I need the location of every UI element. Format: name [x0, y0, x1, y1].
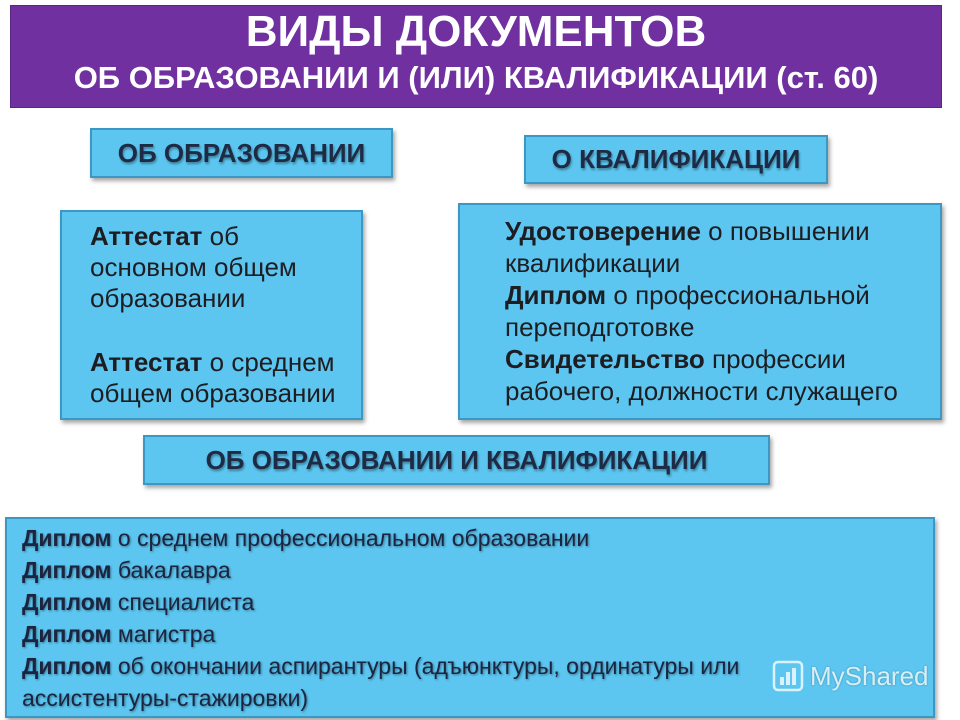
document-description: специалиста	[117, 589, 255, 615]
qualification-documents-list: Удостоверение о повышении квалификации Д…	[505, 215, 925, 407]
document-description: магистра	[117, 621, 216, 647]
document-term: Диплом	[22, 557, 112, 583]
document-item: Диплом о среднем профессиональном образо…	[22, 522, 822, 554]
qualification-label: О КВАЛИФИКАЦИИ	[551, 144, 801, 174]
document-description: о повышении квалификации	[505, 216, 870, 278]
education-and-qualification-documents-box: Диплом о среднем профессиональном образо…	[5, 517, 935, 718]
qualification-label-box: О КВАЛИФИКАЦИИ	[524, 135, 828, 184]
education-and-qualification-label: ОБ ОБРАЗОВАНИИ И КВАЛИФИКАЦИИ	[205, 444, 708, 475]
document-description: о среднем общем образовании	[90, 347, 336, 408]
document-term: Диплом	[22, 589, 112, 615]
document-description: об основном общем образовании	[90, 221, 297, 313]
education-label-box: ОБ ОБРАЗОВАНИИ	[90, 128, 393, 178]
document-item: Свидетельство профессии рабочего, должно…	[505, 343, 925, 407]
education-documents-box: Аттестат об основном общем образовании А…	[60, 210, 363, 420]
document-term: Диплом	[505, 280, 607, 310]
qualification-documents-box: Удостоверение о повышении квалификации Д…	[458, 203, 942, 420]
slide-title: ВИДЫ ДОКУМЕНТОВ	[245, 7, 707, 56]
education-label: ОБ ОБРАЗОВАНИИ	[117, 137, 366, 168]
watermark: MyShared	[772, 659, 929, 693]
document-item: Диплом магистра	[22, 618, 822, 650]
document-term: Диплом	[22, 525, 112, 551]
document-description: о профессиональной переподготовке	[505, 280, 870, 342]
slide-subtitle: ОБ ОБРАЗОВАНИИ И (ИЛИ) КВАЛИФИКАЦИИ (ст.…	[73, 60, 879, 95]
document-description: об окончании аспирантуры (адъюнктуры, ор…	[22, 653, 740, 711]
myshared-logo-icon	[772, 660, 804, 692]
document-item: Диплом специалиста	[22, 586, 822, 618]
document-item: Диплом об окончании аспирантуры (адъюнкт…	[22, 650, 822, 714]
document-term: Аттестат	[90, 347, 203, 377]
document-term: Диплом	[22, 653, 112, 679]
document-item: Аттестат об основном общем образовании	[90, 221, 352, 314]
education-and-qualification-documents-list: Диплом о среднем профессиональном образо…	[22, 522, 822, 714]
document-description: о среднем профессиональном образовании	[117, 525, 590, 551]
document-term: Удостоверение	[505, 216, 701, 246]
document-item: Диплом бакалавра	[22, 554, 822, 586]
education-documents-list: Аттестат об основном общем образовании А…	[90, 221, 352, 409]
document-term: Свидетельство	[505, 344, 705, 374]
watermark-text: MyShared	[810, 660, 929, 691]
document-term: Диплом	[22, 621, 112, 647]
document-item: Диплом о профессиональной переподготовке	[505, 279, 925, 343]
document-description: бакалавра	[117, 557, 231, 583]
education-and-qualification-label-box: ОБ ОБРАЗОВАНИИ И КВАЛИФИКАЦИИ	[143, 435, 770, 485]
document-item: Аттестат о среднем общем образовании	[90, 347, 352, 409]
document-description: профессии рабочего, должности служащего	[505, 344, 898, 406]
slide-header: ВИДЫ ДОКУМЕНТОВ ОБ ОБРАЗОВАНИИ И (ИЛИ) К…	[10, 5, 942, 108]
document-item: Удостоверение о повышении квалификации	[505, 215, 925, 279]
document-term: Аттестат	[90, 221, 203, 251]
